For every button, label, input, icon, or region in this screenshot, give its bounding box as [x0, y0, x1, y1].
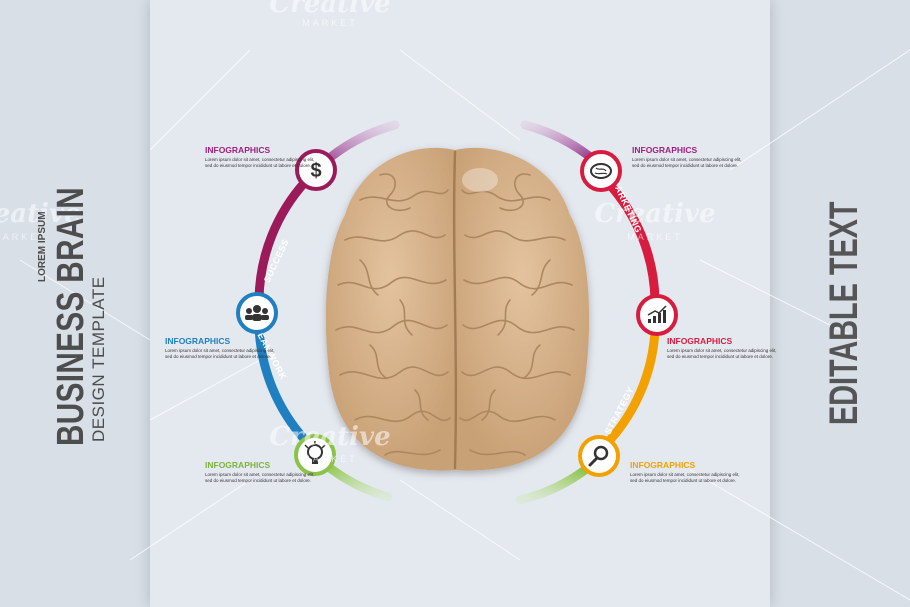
brain-illustration: [325, 147, 590, 471]
svg-text:Creative: Creative: [594, 199, 715, 229]
info-text: Lorem ipsum dolor sit amet, consectetur …: [205, 157, 315, 168]
marketing-arc: [605, 180, 660, 305]
info-block-top-left: INFOGRAPHICS Lorem ipsum dolor sit amet,…: [205, 145, 320, 168]
brain-folds: [335, 150, 575, 470]
svg-text:Creative: Creative: [0, 199, 81, 229]
info-heading: INFOGRAPHICS: [205, 145, 271, 155]
watermark-right: Creative MARKET: [594, 199, 715, 242]
magnifier-icon: [588, 445, 609, 467]
info-heading: INFOGRAPHICS: [630, 460, 696, 470]
svg-text:Creative: Creative: [269, 422, 390, 452]
svg-text:MARKET: MARKET: [627, 232, 683, 242]
info-text: Lorem ipsum dolor sit amet, consectetur …: [630, 472, 740, 483]
lightbulb-icon: [304, 441, 326, 464]
svg-text:MARKET: MARKET: [302, 454, 358, 464]
background-lines: [19, 49, 910, 601]
info-heading: INFOGRAPHICS: [632, 145, 698, 155]
brain-icon: [590, 163, 612, 179]
icon-node-teamwork: [236, 292, 278, 334]
svg-text:Creative: Creative: [269, 0, 390, 19]
info-heading: INFOGRAPHICS: [205, 460, 271, 470]
info-block-bottom-left: INFOGRAPHICS Lorem ipsum dolor sit amet,…: [205, 460, 320, 483]
left-panel: [0, 0, 150, 607]
chart-icon: [647, 305, 667, 323]
icon-node-strategy: [636, 294, 678, 336]
svg-text:MARKET: MARKET: [302, 18, 358, 28]
watermark-top: Creative MARKET: [269, 0, 390, 28]
right-panel: [770, 0, 910, 607]
info-text: Lorem ipsum dolor sit amet, consectetur …: [165, 348, 275, 359]
info-text: Lorem ipsum dolor sit amet, consectetur …: [205, 472, 315, 483]
info-block-top-right: INFOGRAPHICS Lorem ipsum dolor sit amet,…: [632, 145, 747, 168]
brain-highlight: [462, 168, 498, 192]
editable-text-title: EDITABLE TEXT: [822, 201, 866, 425]
main-title: BUSINESS BRAIN: [50, 186, 92, 446]
dollar-icon: $: [310, 160, 321, 182]
svg-text:$: $: [310, 160, 321, 182]
info-block-mid-right: INFOGRAPHICS Lorem ipsum dolor sit amet,…: [667, 336, 782, 359]
strategy-arc: [605, 325, 660, 445]
icon-node-idea: [294, 434, 336, 476]
info-block-mid-left: INFOGRAPHICS Lorem ipsum dolor sit amet,…: [165, 336, 280, 359]
watermark-center: Creative MARKET: [269, 422, 390, 464]
lorem-label: LOREM IPSUM: [37, 211, 48, 282]
info-heading: INFOGRAPHICS: [667, 336, 733, 346]
subtitle: DESIGN TEMPLATE: [89, 276, 108, 442]
info-heading: INFOGRAPHICS: [165, 336, 231, 346]
team-icon: [245, 305, 269, 321]
watermark-left: Creative MARKET: [0, 199, 81, 242]
success-arc: [254, 176, 311, 305]
info-text: Lorem ipsum dolor sit amet, consectetur …: [632, 157, 742, 168]
icon-node-success: $: [295, 149, 337, 191]
info-text: Lorem ipsum dolor sit amet, consectetur …: [667, 348, 777, 359]
icon-node-research: [578, 435, 620, 477]
icon-node-marketing: [580, 150, 622, 192]
svg-text:MARKET: MARKET: [0, 232, 48, 242]
info-block-bottom-right: INFOGRAPHICS Lorem ipsum dolor sit amet,…: [630, 460, 745, 483]
teamwork-arc: [254, 321, 311, 446]
